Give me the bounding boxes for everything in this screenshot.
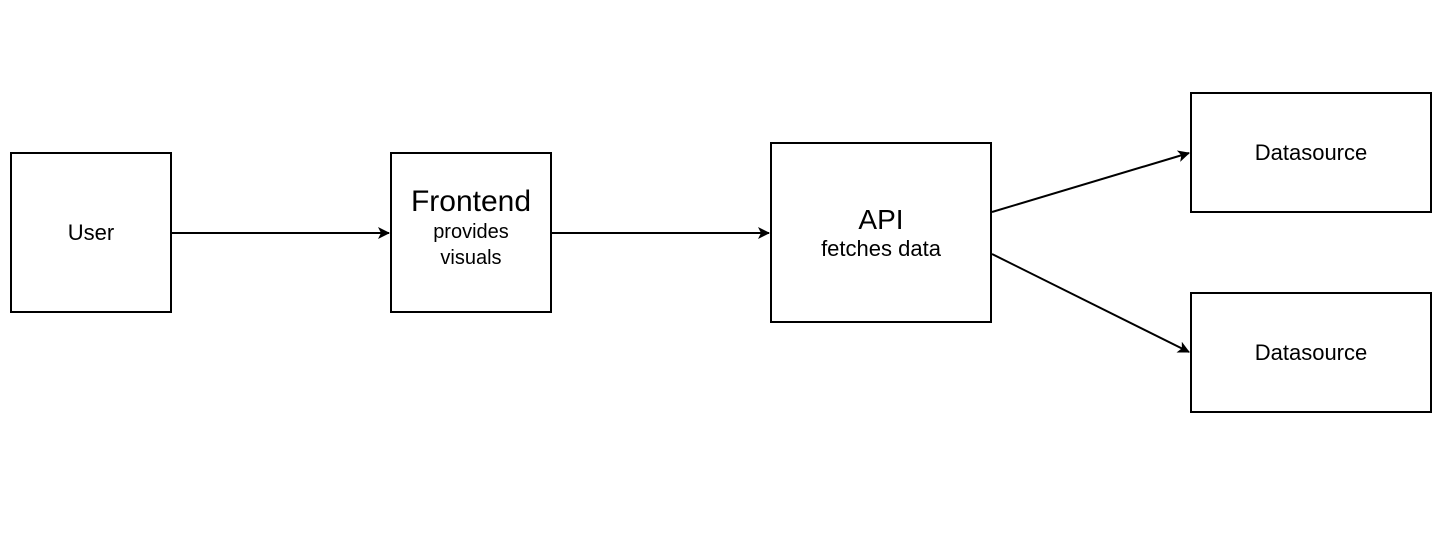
api-description: fetches data — [821, 235, 941, 261]
frontend-title: Frontend — [410, 184, 532, 218]
api-node[interactable]: API fetches data — [770, 142, 992, 323]
frontend-description-line-2: visuals — [440, 246, 502, 269]
frontend-node[interactable]: Frontend provides visuals — [390, 152, 552, 313]
frontend-description-line-1: provides — [433, 220, 509, 243]
user-node[interactable]: User — [10, 152, 172, 313]
arrow-api-to-datasource-bottom — [991, 253, 1190, 353]
api-title: API — [858, 203, 904, 235]
datasource-top-node[interactable]: Datasource — [1190, 92, 1432, 213]
user-label: User — [67, 219, 115, 245]
datasource-bottom-node[interactable]: Datasource — [1190, 292, 1432, 413]
arrow-api-to-datasource-top — [991, 150, 1190, 213]
datasource-top-label: Datasource — [1254, 139, 1368, 165]
datasource-bottom-label: Datasource — [1254, 339, 1368, 365]
